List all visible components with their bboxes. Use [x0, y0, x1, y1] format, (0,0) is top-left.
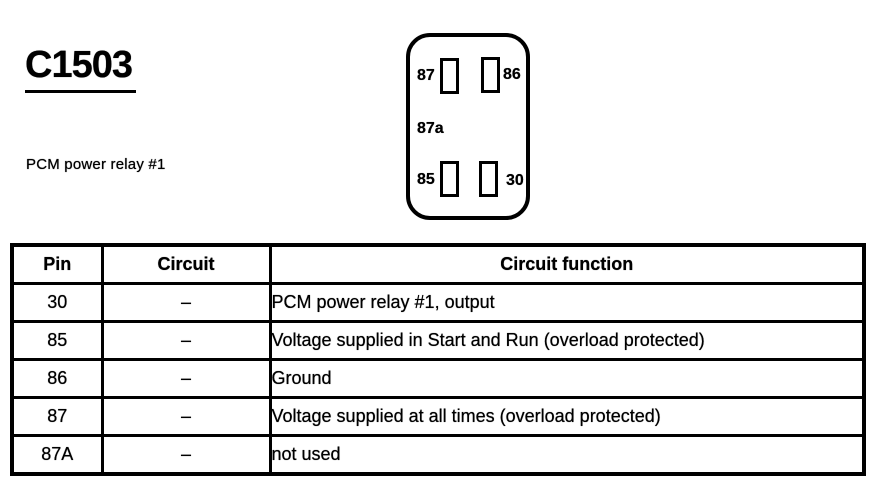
- circuit-function-cell: Ground: [268, 358, 866, 399]
- pin-label-86: 86: [503, 66, 521, 83]
- relay-connector-diagram: 87 86 87a 85 30: [406, 33, 530, 220]
- pin-cell: 87A: [10, 434, 104, 476]
- pin-label-85: 85: [417, 171, 435, 188]
- pin-cell: 85: [10, 320, 104, 361]
- circuit-cell: –: [100, 396, 272, 437]
- table-row-pin-86: 86 – Ground: [10, 358, 866, 399]
- pin-cell: 86: [10, 358, 104, 399]
- connector-id-title: C1503: [25, 46, 136, 93]
- pin-slot-87: [440, 58, 459, 94]
- circuit-function-cell: PCM power relay #1, output: [268, 282, 866, 323]
- pin-cell: 30: [10, 282, 104, 323]
- table-row-pin-85: 85 – Voltage supplied in Start and Run (…: [10, 320, 866, 361]
- pin-slot-30: [479, 161, 498, 197]
- circuit-cell: –: [100, 358, 272, 399]
- pin-slot-86: [481, 57, 500, 93]
- table-row-pin-87A: 87A – not used: [10, 434, 866, 476]
- table-header-row: Pin Circuit Circuit function: [10, 243, 866, 285]
- table-row-pin-30: 30 – PCM power relay #1, output: [10, 282, 866, 323]
- circuit-function-cell: Voltage supplied in Start and Run (overl…: [268, 320, 866, 361]
- pin-label-30: 30: [506, 172, 524, 189]
- circuit-cell: –: [100, 434, 272, 476]
- connector-description: PCM power relay #1: [26, 156, 166, 173]
- pin-slot-85: [440, 161, 459, 197]
- pin-label-87: 87: [417, 67, 435, 84]
- col-header-pin: Pin: [10, 243, 104, 285]
- col-header-circuit: Circuit: [100, 243, 272, 285]
- table-row-pin-87: 87 – Voltage supplied at all times (over…: [10, 396, 866, 437]
- col-header-circuit-function: Circuit function: [268, 243, 866, 285]
- circuit-function-cell: not used: [268, 434, 866, 476]
- pin-label-87a: 87a: [417, 120, 444, 137]
- circuit-cell: –: [100, 320, 272, 361]
- pinout-table: Pin Circuit Circuit function 30 – PCM po…: [10, 243, 866, 476]
- circuit-cell: –: [100, 282, 272, 323]
- circuit-function-cell: Voltage supplied at all times (overload …: [268, 396, 866, 437]
- pin-cell: 87: [10, 396, 104, 437]
